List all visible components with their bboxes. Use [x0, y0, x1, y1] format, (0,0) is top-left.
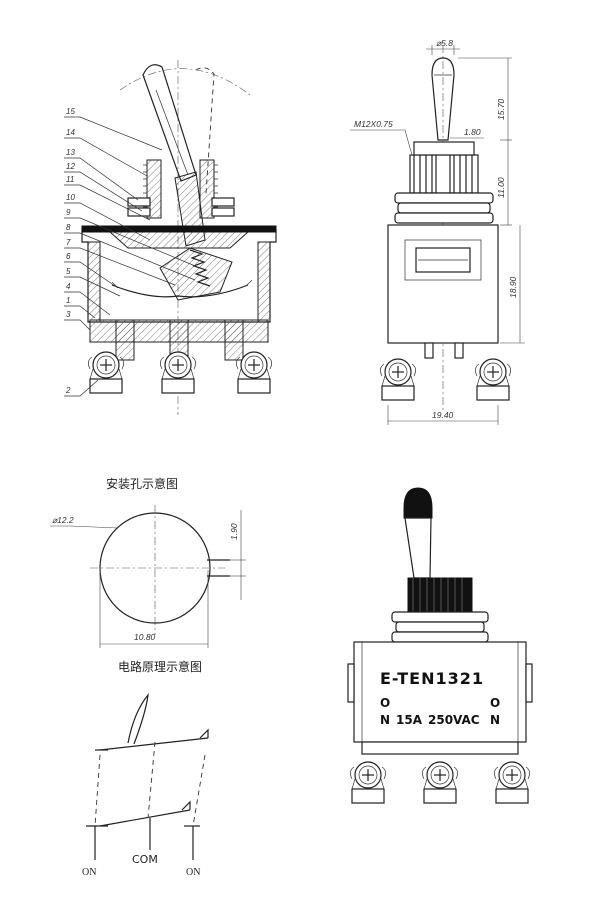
dim-lever-dia: ⌀5.8 [436, 38, 453, 48]
washer-left [127, 207, 151, 217]
part-label-12: 12 [66, 162, 75, 171]
circuit-title: 电路原理示意图 [118, 659, 202, 674]
side-screw-right [474, 358, 512, 387]
leader-lines [64, 116, 201, 397]
part-label-14: 14 [66, 128, 75, 137]
side-washer [394, 212, 494, 224]
washer-right [211, 207, 235, 217]
circuit-label-on-left: ON [82, 867, 96, 878]
side-lever [431, 57, 455, 141]
circuit-label-on-right: ON [186, 867, 200, 878]
product-nut [391, 611, 489, 623]
product-lever-tip [403, 487, 433, 519]
dim-hole-dia: ⌀12.2 [52, 515, 74, 525]
product-bushing [407, 577, 473, 613]
nut-left [127, 197, 151, 207]
bushing [143, 159, 218, 219]
nut-right [211, 197, 235, 207]
product-body [353, 641, 527, 743]
section-view: 15 14 13 12 11 10 9 8 7 6 5 4 1 3 2 [64, 60, 277, 415]
product-washer [391, 631, 489, 643]
dim-key-width: 1.90 [229, 523, 239, 540]
lever [142, 64, 197, 182]
part-label-5: 5 [66, 267, 71, 276]
product-screw-center [421, 761, 459, 790]
part-label-10: 10 [66, 193, 75, 202]
part-label-3: 3 [66, 310, 71, 319]
product-view: E-TEN1321 O O N 15A 250VAC N [347, 487, 533, 804]
part-label-11: 11 [66, 175, 74, 184]
dim-bushing-length: 11.00 [496, 177, 506, 198]
mounting-dimension-lines [50, 510, 246, 648]
product-lever [404, 517, 432, 579]
dim-thread: M12X0.75 [354, 119, 393, 129]
dim-hole-width: 10.80 [134, 632, 156, 642]
side-screw-left [379, 358, 417, 387]
product-screw-right [493, 761, 531, 790]
side-view: ⌀5.8 M12X0.75 1.80 15.70 11.00 18.90 19.… [350, 38, 525, 425]
dim-body-width: 19.40 [432, 410, 454, 420]
dim-flat: 1.80 [464, 127, 481, 137]
product-mark-right-top: O [490, 696, 500, 710]
side-body [387, 224, 499, 344]
circuit-label-com: COM [132, 853, 158, 866]
side-dimension-lines [350, 45, 525, 425]
dim-lever-length: 15.70 [496, 98, 506, 120]
side-nut-2 [397, 202, 491, 214]
part-label-8: 8 [66, 223, 71, 232]
product-rating-voltage: 250VAC [428, 713, 480, 727]
part-label-15: 15 [66, 107, 75, 116]
product-model: E-TEN1321 [380, 669, 484, 688]
terminal-screw-center [159, 351, 197, 380]
part-label-6: 6 [66, 252, 71, 261]
mounting-hole-view: 安装孔示意图 ⌀12.2 1.90 10.80 [50, 476, 246, 648]
contact-blade [111, 284, 249, 298]
mounting-hole-title: 安装孔示意图 [106, 476, 178, 491]
dim-body-height: 18.90 [508, 276, 518, 298]
terminal-post-right [224, 319, 244, 361]
part-label-4: 4 [66, 282, 71, 291]
side-thread-bushing [409, 141, 479, 194]
part-label-7: 7 [66, 238, 71, 247]
housing [81, 225, 277, 323]
lever-alt-position [195, 67, 215, 195]
product-mark-left-bottom: N [380, 713, 390, 727]
terminal-post-left [115, 319, 135, 361]
product-nut-2 [395, 621, 485, 633]
part-label-1: 1 [66, 296, 70, 305]
part-label-2: 2 [65, 386, 71, 395]
product-rating-current: 15A [396, 713, 423, 727]
product-screw-left [349, 761, 387, 790]
product-mark-left-top: O [380, 696, 390, 710]
product-mark-right-bottom: N [490, 713, 500, 727]
circuit-diagram: 电路原理示意图 ON COM ON [82, 659, 209, 878]
part-label-13: 13 [66, 148, 75, 157]
anti-rotation-key [207, 559, 230, 577]
part-label-9: 9 [66, 208, 71, 217]
side-nut [394, 192, 494, 204]
lever-swing-arc [119, 68, 251, 96]
